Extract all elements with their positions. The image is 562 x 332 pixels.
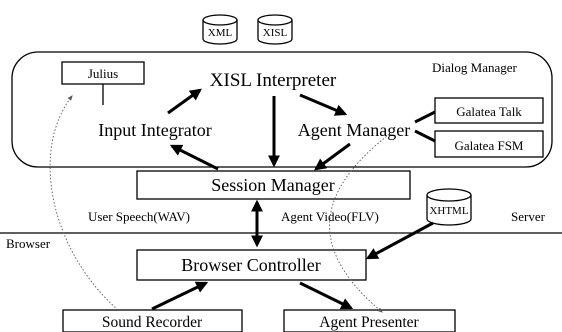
browser-controller-box [136,249,367,281]
session-manager-box [136,170,411,200]
agent-manager-label: Agent Manager [298,120,410,140]
julius-label: Julius [88,66,118,81]
galatea-talk-label: Galatea Talk [456,104,522,119]
session-manager-label: Session Manager [211,175,334,195]
xisl-database-label: XISL [263,27,288,39]
xhtml-database-icon: XHTML [426,188,472,226]
sound-recorder-box [62,309,243,332]
xhtml-database-label: XHTML [429,205,468,217]
sound-recorder-to-browser-controller-arrow [151,281,209,311]
agent-video-label: Agent Video(FLV) [281,209,379,224]
galatea-talk-box [434,97,544,124]
agent-presenter-box [283,309,456,332]
session-to-integrator-arrow [169,144,219,171]
xml-database-label: XML [208,27,233,39]
xisl-database-icon: XISL [257,14,293,45]
agent-presenter-label: Agent Presenter [319,314,419,331]
sound-recorder-label: Sound Recorder [102,314,203,331]
galatea-fsm-label: Galatea FSM [455,138,524,153]
galatea-fsm-box [434,130,544,158]
integrator-to-interpreter-arrow [167,88,202,115]
dialog-manager-container [11,51,553,168]
agent-manager-to-session-arrow [314,142,351,171]
user-speech-label: User Speech(WAV) [88,209,190,224]
browser-controller-to-agent-presenter-arrow [299,281,354,310]
browser-label: Browser [6,236,51,251]
browser-controller-label: Browser Controller [181,255,320,275]
xisl-interpreter-label: XISL Interpreter [210,70,337,91]
dialog-manager-label: Dialog Manager [432,60,518,75]
agent-to-galatea-talk-line [414,110,436,124]
xml-database-icon: XML [202,14,238,45]
interpreter-to-agent-manager-arrow [299,93,348,116]
input-integrator-label: Input Integrator [98,120,211,140]
xhtml-to-browser-controller-arrow [365,221,434,260]
server-label: Server [511,209,546,224]
agent-to-galatea-fsm-line [414,129,436,143]
